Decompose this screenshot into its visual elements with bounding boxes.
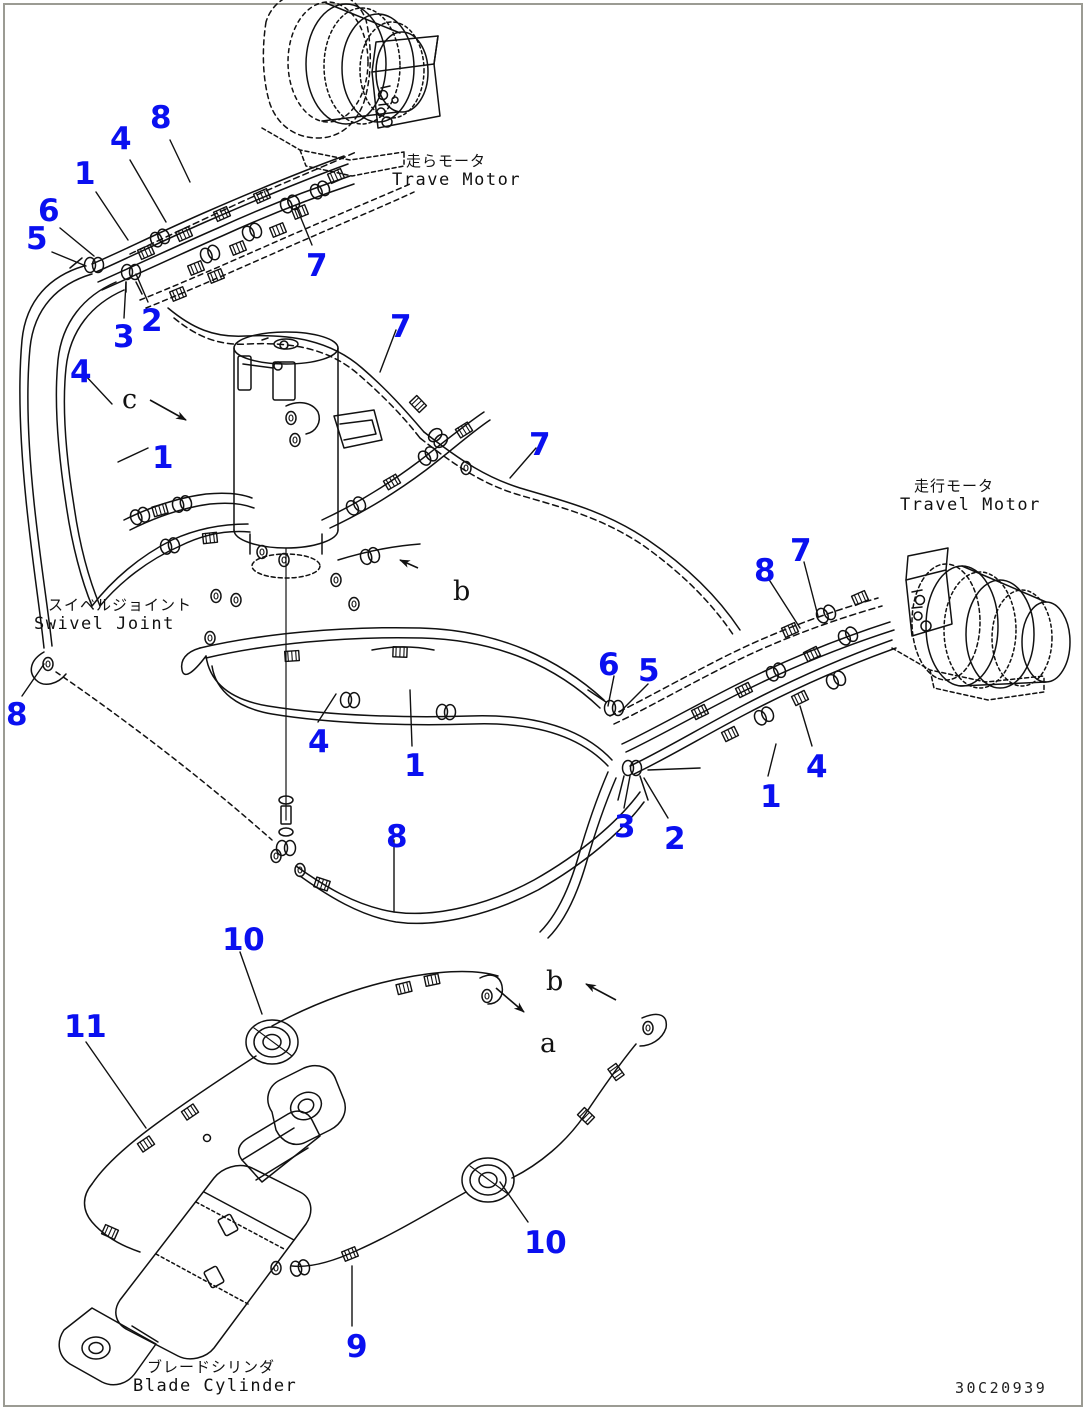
callout-9-27: 9 <box>346 1329 368 1365</box>
ref-arrow-b-low <box>585 983 617 1001</box>
ref-arrow-a <box>495 987 525 1013</box>
callout-1-22: 1 <box>760 779 782 815</box>
callout-8-15: 8 <box>386 819 408 855</box>
leader-line-1-2 <box>95 191 129 241</box>
callout-8-0: 8 <box>150 100 172 136</box>
leader-line-2-21 <box>643 777 669 819</box>
callout-7-8: 7 <box>390 309 412 345</box>
leader-line-5-19 <box>619 683 649 713</box>
callout-4-13: 4 <box>308 724 330 760</box>
leader-line-4-1 <box>129 159 167 223</box>
leader-line-1-14 <box>409 689 413 747</box>
ref-arrow-b-mid <box>399 559 419 569</box>
travel-motor-right-label-jp: 走行モータ <box>914 477 995 495</box>
leader-line-6-3 <box>59 227 95 257</box>
swivel-joint-body <box>233 331 383 864</box>
leader-line-7-7 <box>295 205 313 246</box>
callout-4-9: 4 <box>70 354 92 390</box>
leader-line-1-10 <box>117 447 149 463</box>
swivel-joint-label-en: Swivel Joint <box>34 614 175 634</box>
leader-line-8-12 <box>21 663 45 697</box>
leader-line-4-9 <box>83 373 113 405</box>
leader-line-7-8 <box>379 329 397 373</box>
leader-line-1-22 <box>767 743 777 777</box>
leader-line-8-16 <box>767 577 801 629</box>
callout-10-26: 10 <box>524 1225 567 1261</box>
callout-5-4: 5 <box>26 221 48 257</box>
callout-7-17: 7 <box>790 533 812 569</box>
callout-5-19: 5 <box>638 653 660 689</box>
hose-left-to-swivel <box>19 265 125 649</box>
hose-bundle-right-lower <box>609 597 897 775</box>
callout-6-3: 6 <box>38 193 60 229</box>
blade-cylinder-label-en: Blade Cylinder <box>133 1376 298 1396</box>
ref-mark-c-0: c <box>122 384 138 415</box>
callout-4-23: 4 <box>806 749 828 785</box>
callout-2-21: 2 <box>664 821 686 857</box>
ref-arrow-c <box>149 399 187 421</box>
coupling-right-lower <box>587 689 701 801</box>
leader-line-10-24 <box>239 951 263 1015</box>
ref-mark-a-2: a <box>540 1028 557 1059</box>
blade-cylinder-label-jp: ブレードシリンダ <box>147 1358 276 1376</box>
leader-line-5-4 <box>51 251 87 267</box>
leader-line-11-25 <box>85 1041 147 1129</box>
travel-motor-right-body <box>891 547 1071 701</box>
ref-mark-b-1: b <box>453 576 471 607</box>
leader-line-3-20 <box>623 775 631 809</box>
blade-hose-lower <box>270 1013 668 1278</box>
hose-to-swivel-left <box>91 492 255 608</box>
callout-7-11: 7 <box>529 427 551 463</box>
hose-swivel-to-right <box>321 411 491 612</box>
travel-motor-right-label-en: Travel Motor <box>900 495 1041 515</box>
callout-3-20: 3 <box>614 809 636 845</box>
hose-7-loop <box>167 307 741 637</box>
leader-line-6-18 <box>607 675 615 707</box>
callout-11-25: 11 <box>64 1009 107 1045</box>
callout-2-6: 2 <box>141 303 163 339</box>
callout-10-24: 10 <box>222 922 265 958</box>
callout-6-18: 6 <box>598 647 620 683</box>
callout-3-5: 3 <box>113 319 135 355</box>
leader-line-2-6 <box>135 273 149 303</box>
drawing-number: 30C20939 <box>955 1379 1048 1397</box>
travel-motor-left-body <box>261 0 441 177</box>
main-hose-loop <box>180 626 613 767</box>
callout-1-2: 1 <box>74 156 96 192</box>
leader-line-3-5 <box>123 281 127 319</box>
blade-hose-upper <box>245 970 504 1065</box>
leader-line-10-26 <box>499 1181 529 1223</box>
leader-line-4-13 <box>317 693 337 723</box>
swivel-joint-label-jp: スイベルジョイント <box>48 596 193 614</box>
travel-motor-left-label-en: Trave Motor <box>392 170 522 190</box>
callout-1-10: 1 <box>152 440 174 476</box>
blade-hose-11 <box>83 1055 257 1253</box>
leader-line-8-0 <box>169 139 191 183</box>
ref-mark-b-3: b <box>546 966 564 997</box>
callout-4-1: 4 <box>110 121 132 157</box>
callout-1-14: 1 <box>404 748 426 784</box>
blade-cylinder-body <box>58 1064 346 1386</box>
travel-motor-left-label-jp: 走らモータ <box>406 152 487 170</box>
leader-line-4-23 <box>799 705 813 747</box>
hose-lower-right-branch <box>539 771 617 939</box>
drawing-frame <box>3 3 1083 1407</box>
hose-8-lower <box>30 651 645 925</box>
callout-8-12: 8 <box>6 697 28 733</box>
leader-line-7-11 <box>509 447 537 479</box>
leader-line-7-17 <box>803 561 819 617</box>
callout-8-16: 8 <box>754 553 776 589</box>
callout-7-7: 7 <box>306 248 328 284</box>
